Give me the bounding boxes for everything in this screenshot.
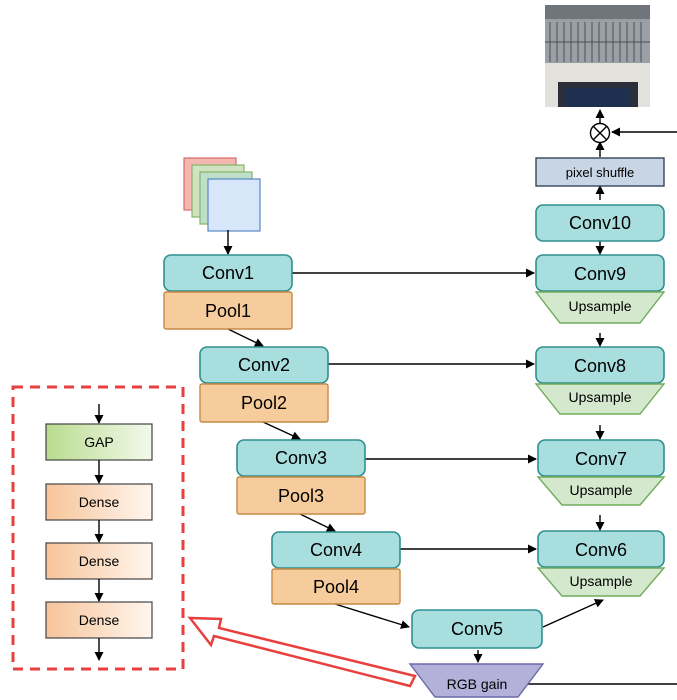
input-image-stack [183,157,261,232]
decoder-column: Conv6 Upsample Conv7 Upsample Conv8 Upsa… [534,157,666,597]
conv9-label: Conv9 [574,264,626,284]
output-image [545,5,650,107]
conv9-block: Conv9 [535,254,665,292]
conv3-block: Conv3 [236,439,366,477]
upsample6-block: Upsample [536,567,666,597]
upsample9-block: Upsample [534,291,666,324]
gap-label: GAP [84,434,114,450]
conv4-label: Conv4 [310,540,362,560]
pixel-shuffle-label: pixel shuffle [566,165,634,180]
dense-label-3: Dense [79,612,120,628]
pool1-label: Pool1 [205,301,251,321]
conv8-label: Conv8 [574,356,626,376]
rgb-gain-block: RGB gain [408,663,545,698]
upsample7-block: Upsample [536,476,666,506]
upsample8-label: Upsample [568,389,631,405]
pool2-block: Pool2 [199,383,329,423]
pool3-block: Pool3 [236,476,366,515]
conv4-block: Conv4 [271,531,401,569]
gap-block: GAP [45,423,153,461]
rgb-gain-label: RGB gain [447,676,508,692]
pixel-shuffle-block: pixel shuffle [535,157,665,187]
gain-branch-panel: GAP Dense Dense Dense [11,385,185,671]
multiply-node [589,122,611,144]
upsample8-block: Upsample [534,383,666,415]
big-red-arrow [187,616,417,688]
conv2-label: Conv2 [238,355,290,375]
dense-block-1: Dense [45,483,153,521]
pool3-label: Pool3 [278,486,324,506]
encoder-arrows [223,230,604,629]
conv6-block: Conv6 [537,530,665,568]
dense-block-3: Dense [45,601,153,639]
conv6-label: Conv6 [575,540,627,560]
conv5-label: Conv5 [451,619,503,639]
pool4-block: Pool4 [271,568,401,605]
decoder-arrows [473,109,677,685]
conv2-block: Conv2 [199,346,329,384]
conv10-block: Conv10 [535,204,665,242]
pool1-block: Pool1 [163,291,293,330]
pool2-label: Pool2 [241,393,287,413]
conv1-block: Conv1 [163,254,293,292]
upsample9-label: Upsample [568,298,631,314]
conv10-label: Conv10 [569,213,631,233]
conv1-label: Conv1 [202,263,254,283]
upsample7-label: Upsample [569,482,632,498]
input-frame-4 [207,178,261,232]
encoder-column: Conv1 Pool1 Conv2 Pool2 Conv3 Pool3 Conv… [163,254,401,605]
conv8-block: Conv8 [535,346,665,384]
conv3-label: Conv3 [275,448,327,468]
skip-connections [292,268,537,554]
pool4-label: Pool4 [313,577,359,597]
dense-label-1: Dense [79,494,120,510]
conv5-block: Conv5 [411,609,543,649]
conv7-label: Conv7 [575,449,627,469]
dense-block-2: Dense [45,542,153,580]
upsample6-label: Upsample [569,573,632,589]
conv7-block: Conv7 [537,439,665,477]
dense-label-2: Dense [79,553,120,569]
